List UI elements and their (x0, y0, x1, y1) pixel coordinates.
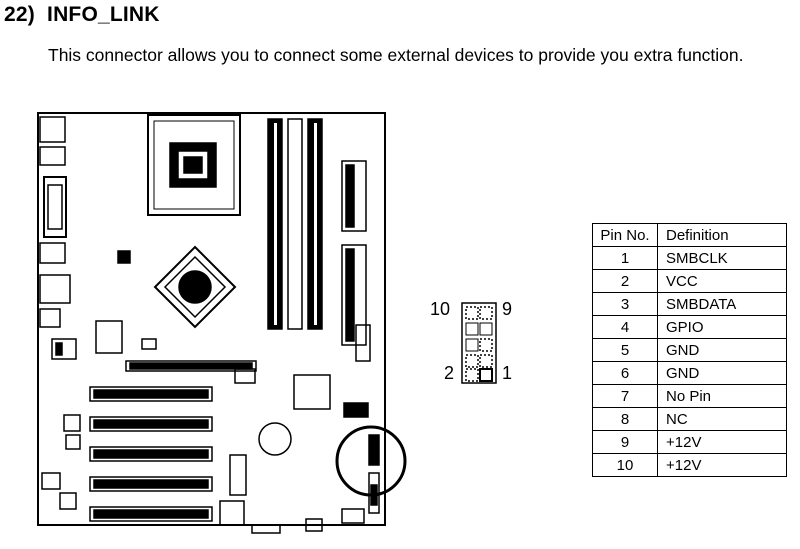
pin-definition: SMBDATA (657, 292, 787, 316)
pin-label-9: 9 (502, 299, 513, 319)
column-header-definition: Definition (657, 223, 787, 247)
pin-definition: GPIO (657, 315, 787, 339)
section-heading: INFO_LINK (47, 3, 160, 26)
pin-definition: VCC (657, 269, 787, 293)
pin-definition: +12V (657, 430, 787, 454)
pin-definition: +12V (657, 453, 787, 477)
pin-label-10: 10 (430, 299, 451, 319)
pin-definition: SMBCLK (657, 246, 787, 270)
pin-definition: GND (657, 361, 787, 385)
pin-label-1: 1 (502, 363, 513, 383)
pin-definition: No Pin (657, 384, 787, 408)
pin-number: 1 (592, 246, 658, 270)
section-title: 22) INFO_LINK (4, 3, 160, 27)
pin-number: 4 (592, 315, 658, 339)
pin-number: 2 (592, 269, 658, 293)
column-header-pin: Pin No. (592, 223, 658, 247)
table-header-row: Pin No. Definition (592, 223, 787, 247)
pin-header-figure: 10 9 2 1 (430, 297, 520, 387)
motherboard-diagram (37, 112, 407, 534)
section-description: This connector allows you to connect som… (48, 45, 744, 65)
section-number: 22) (4, 3, 35, 26)
pin-number: 8 (592, 407, 658, 431)
pin-header-icon (461, 302, 497, 384)
pin-definition: NC (657, 407, 787, 431)
pin-number: 5 (592, 338, 658, 362)
pin-label-2: 2 (444, 363, 455, 383)
pin-definition: GND (657, 338, 787, 362)
pin-number: 10 (592, 453, 658, 477)
pin-number: 6 (592, 361, 658, 385)
table-row: 9+12V (592, 430, 787, 454)
pin-number: 3 (592, 292, 658, 316)
info-link-highlight (335, 425, 407, 497)
pin-number: 9 (592, 430, 658, 454)
table-row: 10+12V (592, 453, 787, 477)
pin-number: 7 (592, 384, 658, 408)
